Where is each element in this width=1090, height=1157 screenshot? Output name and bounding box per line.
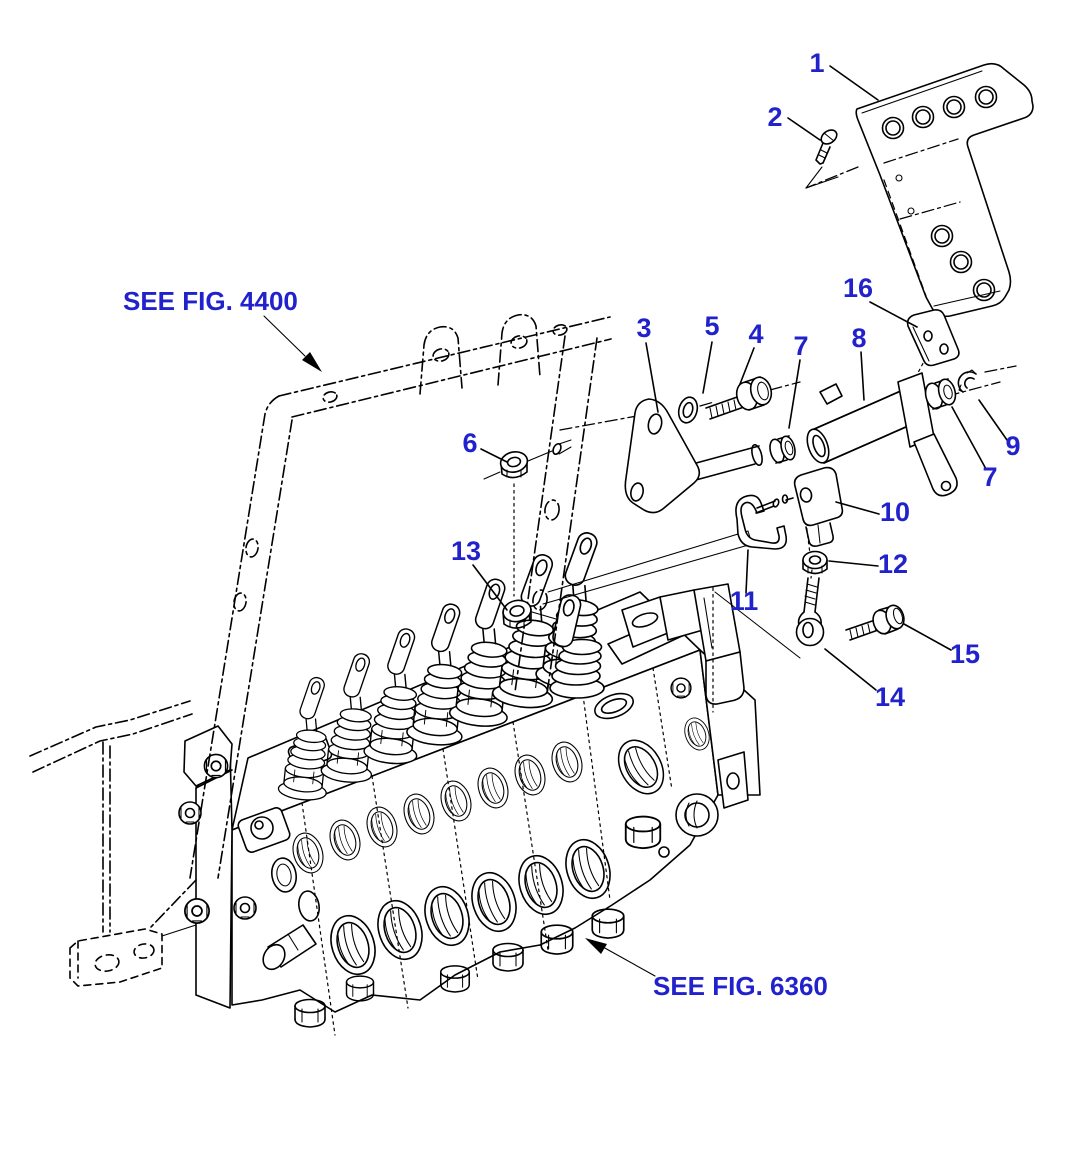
part-1-pedal-plate — [855, 62, 1034, 318]
see-fig-4400-arrowhead — [302, 352, 322, 372]
callout-3: 3 — [636, 313, 651, 343]
figure-references: SEE FIG. 4400 SEE FIG. 6360 — [123, 286, 828, 1001]
callout-4: 4 — [748, 319, 763, 349]
callout-16: 16 — [843, 273, 873, 303]
frame-lower-bracket — [69, 928, 163, 987]
callout-5: 5 — [704, 311, 719, 341]
callout-6: 6 — [462, 428, 477, 458]
valve-lever-bracket — [607, 583, 745, 705]
part-9-snap-ring — [957, 369, 977, 393]
part-5-washer — [677, 396, 699, 424]
control-valve-assembly — [178, 526, 761, 1036]
callout-10: 10 — [880, 497, 910, 527]
callout-14: 14 — [875, 682, 905, 712]
spool-8 — [549, 594, 605, 699]
part-7-bushing-front — [769, 435, 796, 464]
callout-7b: 7 — [982, 462, 997, 492]
part-10-clevis — [781, 466, 844, 547]
callout-12: 12 — [878, 549, 908, 579]
leader-lines — [472, 65, 1008, 691]
see-fig-6360-arrowhead — [585, 938, 607, 954]
mounting-frame-outline — [29, 313, 612, 987]
callout-11: 11 — [730, 586, 759, 616]
part-4-bolt — [705, 376, 773, 420]
callout-7a: 7 — [793, 331, 808, 361]
callout-9: 9 — [1005, 431, 1020, 461]
part-14-rod-end — [795, 577, 825, 647]
part-15-bolt — [845, 604, 905, 641]
part-7-bushing-rear — [924, 378, 957, 410]
callout-8: 8 — [851, 323, 866, 353]
valve-spools — [276, 526, 616, 803]
part-8-tube — [806, 372, 958, 497]
part-13-nut — [502, 599, 557, 629]
part-12-nut — [802, 550, 828, 575]
part-11-clip — [735, 494, 788, 550]
callouts: 1 2 3 4 5 6 7 7 8 9 10 11 12 13 14 15 16 — [451, 48, 1021, 712]
part-6-nut — [483, 439, 572, 480]
see-fig-4400-arrow-line — [263, 315, 306, 357]
part-3-bracket — [624, 398, 763, 514]
valve-right-end — [594, 692, 749, 858]
see-fig-6360-label: SEE FIG. 6360 — [653, 971, 828, 1001]
see-fig-6360-arrow-line — [602, 946, 656, 977]
callout-1: 1 — [809, 48, 824, 78]
see-fig-4400-label: SEE FIG. 4400 — [123, 286, 298, 316]
part-16-plate — [906, 309, 960, 367]
part-2-screw — [805, 129, 859, 189]
callout-13: 13 — [451, 536, 481, 566]
callout-15: 15 — [950, 639, 980, 669]
callout-2: 2 — [767, 102, 782, 132]
